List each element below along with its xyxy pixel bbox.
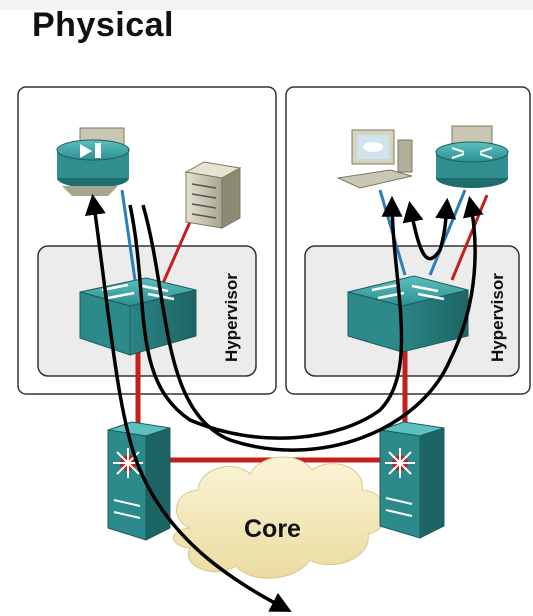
- core-right-switch-icon: [379, 421, 445, 539]
- right-virtual-switch-icon: [347, 275, 469, 353]
- core-label: Core: [244, 515, 301, 543]
- flow-right-local: [402, 197, 457, 261]
- top-bar: [0, 0, 533, 10]
- page-title: Physical: [32, 6, 174, 44]
- router-icon: [435, 125, 509, 188]
- flow-left-vm-to-right-pc: [128, 195, 404, 440]
- tower-server-icon: [184, 161, 242, 229]
- flow-left-to-right-router: [141, 195, 484, 452]
- core-left-switch-icon: [107, 421, 171, 541]
- left-hypervisor-label: Hypervisor: [222, 273, 241, 362]
- video-server-icon: [56, 127, 130, 196]
- workstation-icon: [336, 129, 413, 189]
- traffic-flow-arrows: [84, 193, 484, 612]
- flow-left-vm-to-outside: [84, 193, 292, 612]
- right-hypervisor-label: Hypervisor: [488, 273, 507, 362]
